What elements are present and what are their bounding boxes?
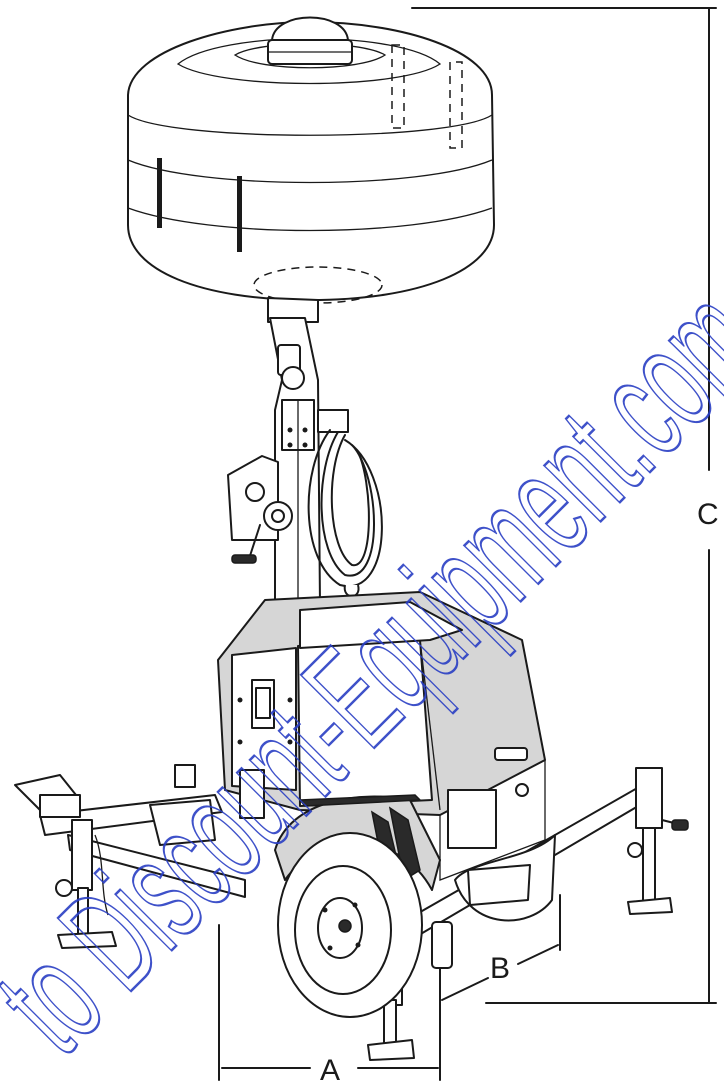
jack-rear-right: [627, 767, 689, 915]
dimension-a-label: A: [320, 1054, 340, 1087]
generator-housing: [217, 591, 546, 881]
cable-coil: [307, 409, 383, 598]
balloon-light: [127, 16, 495, 323]
dimension-a: A: [218, 924, 441, 1087]
dimension-b-label: B: [490, 952, 510, 985]
wheel-rear: [454, 834, 556, 922]
dimension-b: B: [441, 894, 561, 1001]
jack-front-left: [55, 819, 117, 949]
wheel-front: [277, 832, 423, 1018]
wheel-chock: [431, 921, 453, 969]
dimension-c-label: C: [697, 498, 719, 531]
dimension-c: C: [411, 7, 719, 1004]
mast: [269, 317, 321, 606]
winch: [227, 455, 293, 564]
